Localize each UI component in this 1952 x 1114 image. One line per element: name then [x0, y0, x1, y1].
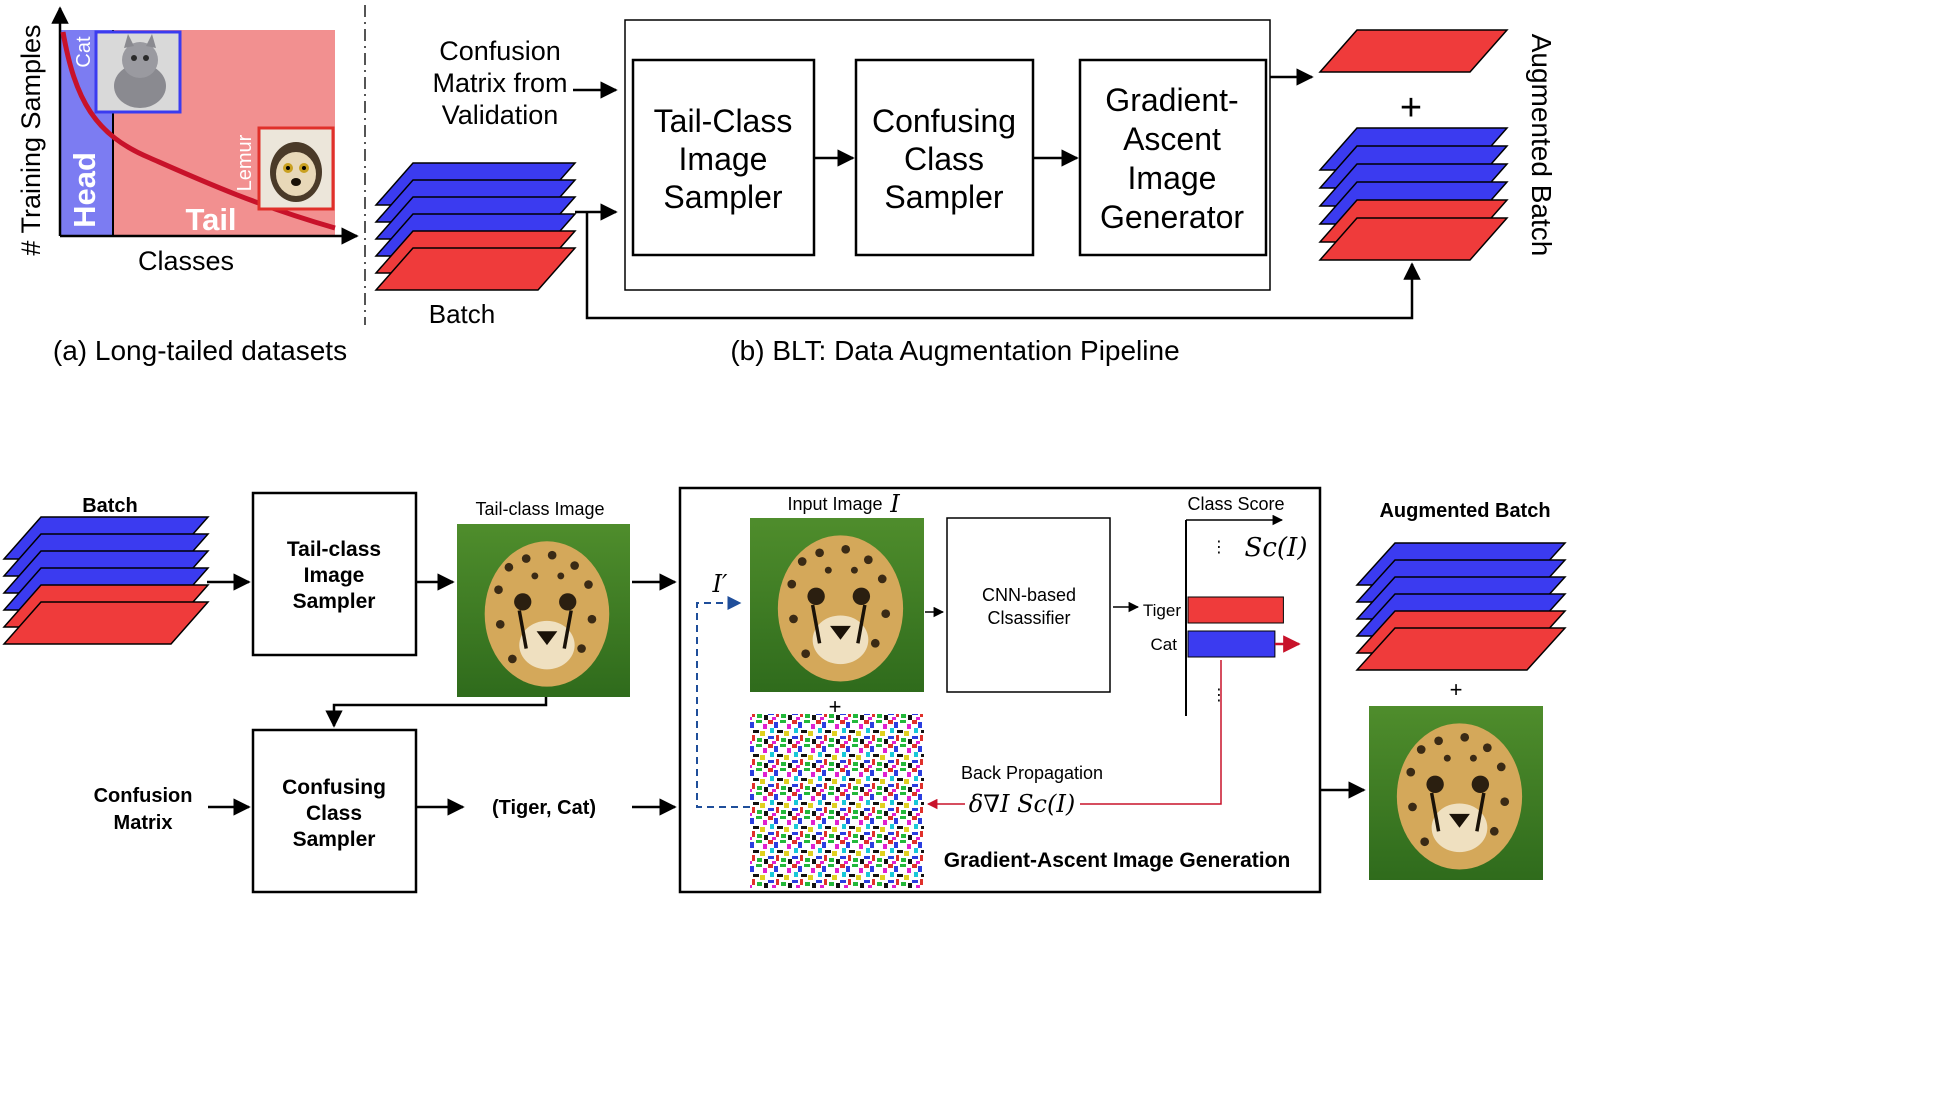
lemur-label: Lemur	[234, 134, 256, 191]
batch-c-layer-red	[2, 601, 210, 645]
score-symbol: Sc(I)	[1245, 533, 1308, 563]
y-axis-label: # Training Samples	[16, 24, 46, 255]
box3-line3: Image	[1128, 160, 1217, 196]
cat-photo-icon	[94, 30, 182, 114]
prime-symbol: I′	[712, 570, 728, 598]
tail-class-image-cheetah-icon	[455, 522, 632, 699]
bar-cat-label: Cat	[1151, 635, 1178, 654]
tail-class-sampler-box	[631, 58, 816, 257]
gradient-symbol: δ∇I Sc(I)	[969, 790, 1075, 818]
confusion-input-line3: Validation	[442, 100, 559, 130]
input-image-label: Input Image	[787, 494, 882, 514]
augmented-image-cheetah-icon	[1367, 704, 1545, 882]
box3-line4: Generator	[1100, 199, 1244, 235]
tail-sampler-line2: Image	[304, 564, 365, 587]
generation-label: Gradient-Ascent Image Generation	[944, 849, 1291, 872]
confusion-input-line1: Confusion	[439, 36, 561, 66]
box1-line3: Sampler	[663, 179, 783, 215]
pipeline-frame	[624, 19, 1271, 291]
noise-pattern-icon	[750, 714, 924, 888]
tail-class-sampler-box-c	[251, 491, 418, 657]
box3-line1: Gradient-	[1105, 82, 1238, 118]
noise-to-input-dashed-arrow	[696, 596, 750, 808]
box3-line2: Ascent	[1123, 121, 1221, 157]
generated-b-layer-red	[1318, 29, 1509, 73]
panel-long-tailed-datasets: # Training Samples Classes Head Tail Cat…	[16, 6, 359, 366]
confusing-sampler-line3: Sampler	[293, 828, 376, 851]
back-propagation-arrow	[1080, 660, 1222, 805]
box1-line1: Tail-Class	[654, 103, 793, 139]
generated-layer-b	[1318, 29, 1509, 73]
tail-sampler-line1: Tail-class	[287, 538, 381, 561]
lemur-photo-icon	[257, 126, 335, 211]
cat-label: Cat	[73, 36, 95, 68]
augmented-b-layer-red	[1318, 217, 1509, 261]
class-score-label: Class Score	[1187, 494, 1284, 514]
tail-sampler-line3: Sampler	[293, 590, 376, 613]
tail-label: Tail	[185, 202, 236, 237]
batch-label-b: Batch	[429, 299, 496, 329]
confusion-input-line2: Matrix from	[433, 68, 568, 98]
confusing-sampler-line1: Confusing	[282, 776, 386, 799]
plus-c: +	[829, 694, 842, 719]
panel-detailed-pipeline: Batch Tail-class Image Sampler Tail-clas…	[2, 486, 1567, 894]
confusing-sampler-line2: Class	[306, 802, 362, 825]
confusion-matrix-line1: Confusion	[94, 785, 193, 807]
augmented-stack-b	[1318, 127, 1509, 261]
augmented-stack-c	[1355, 542, 1567, 671]
image-to-confusing-sampler-arrow	[325, 697, 548, 728]
batch-stack-c	[2, 516, 210, 645]
back-propagation-label: Back Propagation	[961, 763, 1103, 783]
batch-bypass-arrow	[585, 212, 1421, 320]
bar-tiger	[1187, 596, 1284, 624]
plus-b: +	[1400, 87, 1422, 129]
input-image-cheetah-icon	[748, 516, 926, 694]
score-ellipsis-top: ⋮	[1211, 539, 1227, 556]
panel-blt-pipeline: Confusion Matrix from Validation Batch T…	[374, 19, 1557, 366]
batch-label-c: Batch	[82, 495, 138, 517]
box2-line3: Sampler	[884, 179, 1004, 215]
head-label: Head	[67, 152, 102, 228]
pair-label: (Tiger, Cat)	[492, 797, 596, 819]
caption-b: (b) BLT: Data Augmentation Pipeline	[730, 335, 1179, 366]
box2-line1: Confusing	[872, 103, 1016, 139]
bar-cat	[1187, 630, 1276, 658]
box1-line2: Image	[679, 141, 768, 177]
confusing-class-sampler-box-c	[251, 728, 418, 894]
augmented-c-layer-red	[1355, 627, 1567, 671]
gradient-ascent-generator-box	[1078, 58, 1268, 257]
caption-a: (a) Long-tailed datasets	[53, 335, 347, 366]
confusion-matrix-line2: Matrix	[114, 812, 173, 834]
bar-tiger-label: Tiger	[1143, 601, 1181, 620]
tail-image-label: Tail-class Image	[475, 499, 604, 519]
aug-plus-c: +	[1450, 677, 1463, 702]
augmented-label-b: Augmented Batch	[1526, 34, 1557, 257]
cnn-line1: CNN-based	[982, 585, 1076, 605]
confusing-class-sampler-box	[854, 58, 1035, 257]
augmented-label-c: Augmented Batch	[1379, 500, 1550, 522]
batch-stack-b	[374, 162, 577, 291]
batch-b-layer-red	[374, 247, 577, 291]
cnn-line2: Clsassifier	[987, 608, 1070, 628]
gradient-ascent-frame	[678, 486, 1322, 894]
box2-line2: Class	[904, 141, 984, 177]
cnn-classifier-box	[946, 517, 1111, 693]
x-axis-label: Classes	[138, 246, 234, 276]
score-ellipsis-bottom: ⋮	[1211, 687, 1227, 704]
input-symbol: I	[889, 490, 900, 518]
